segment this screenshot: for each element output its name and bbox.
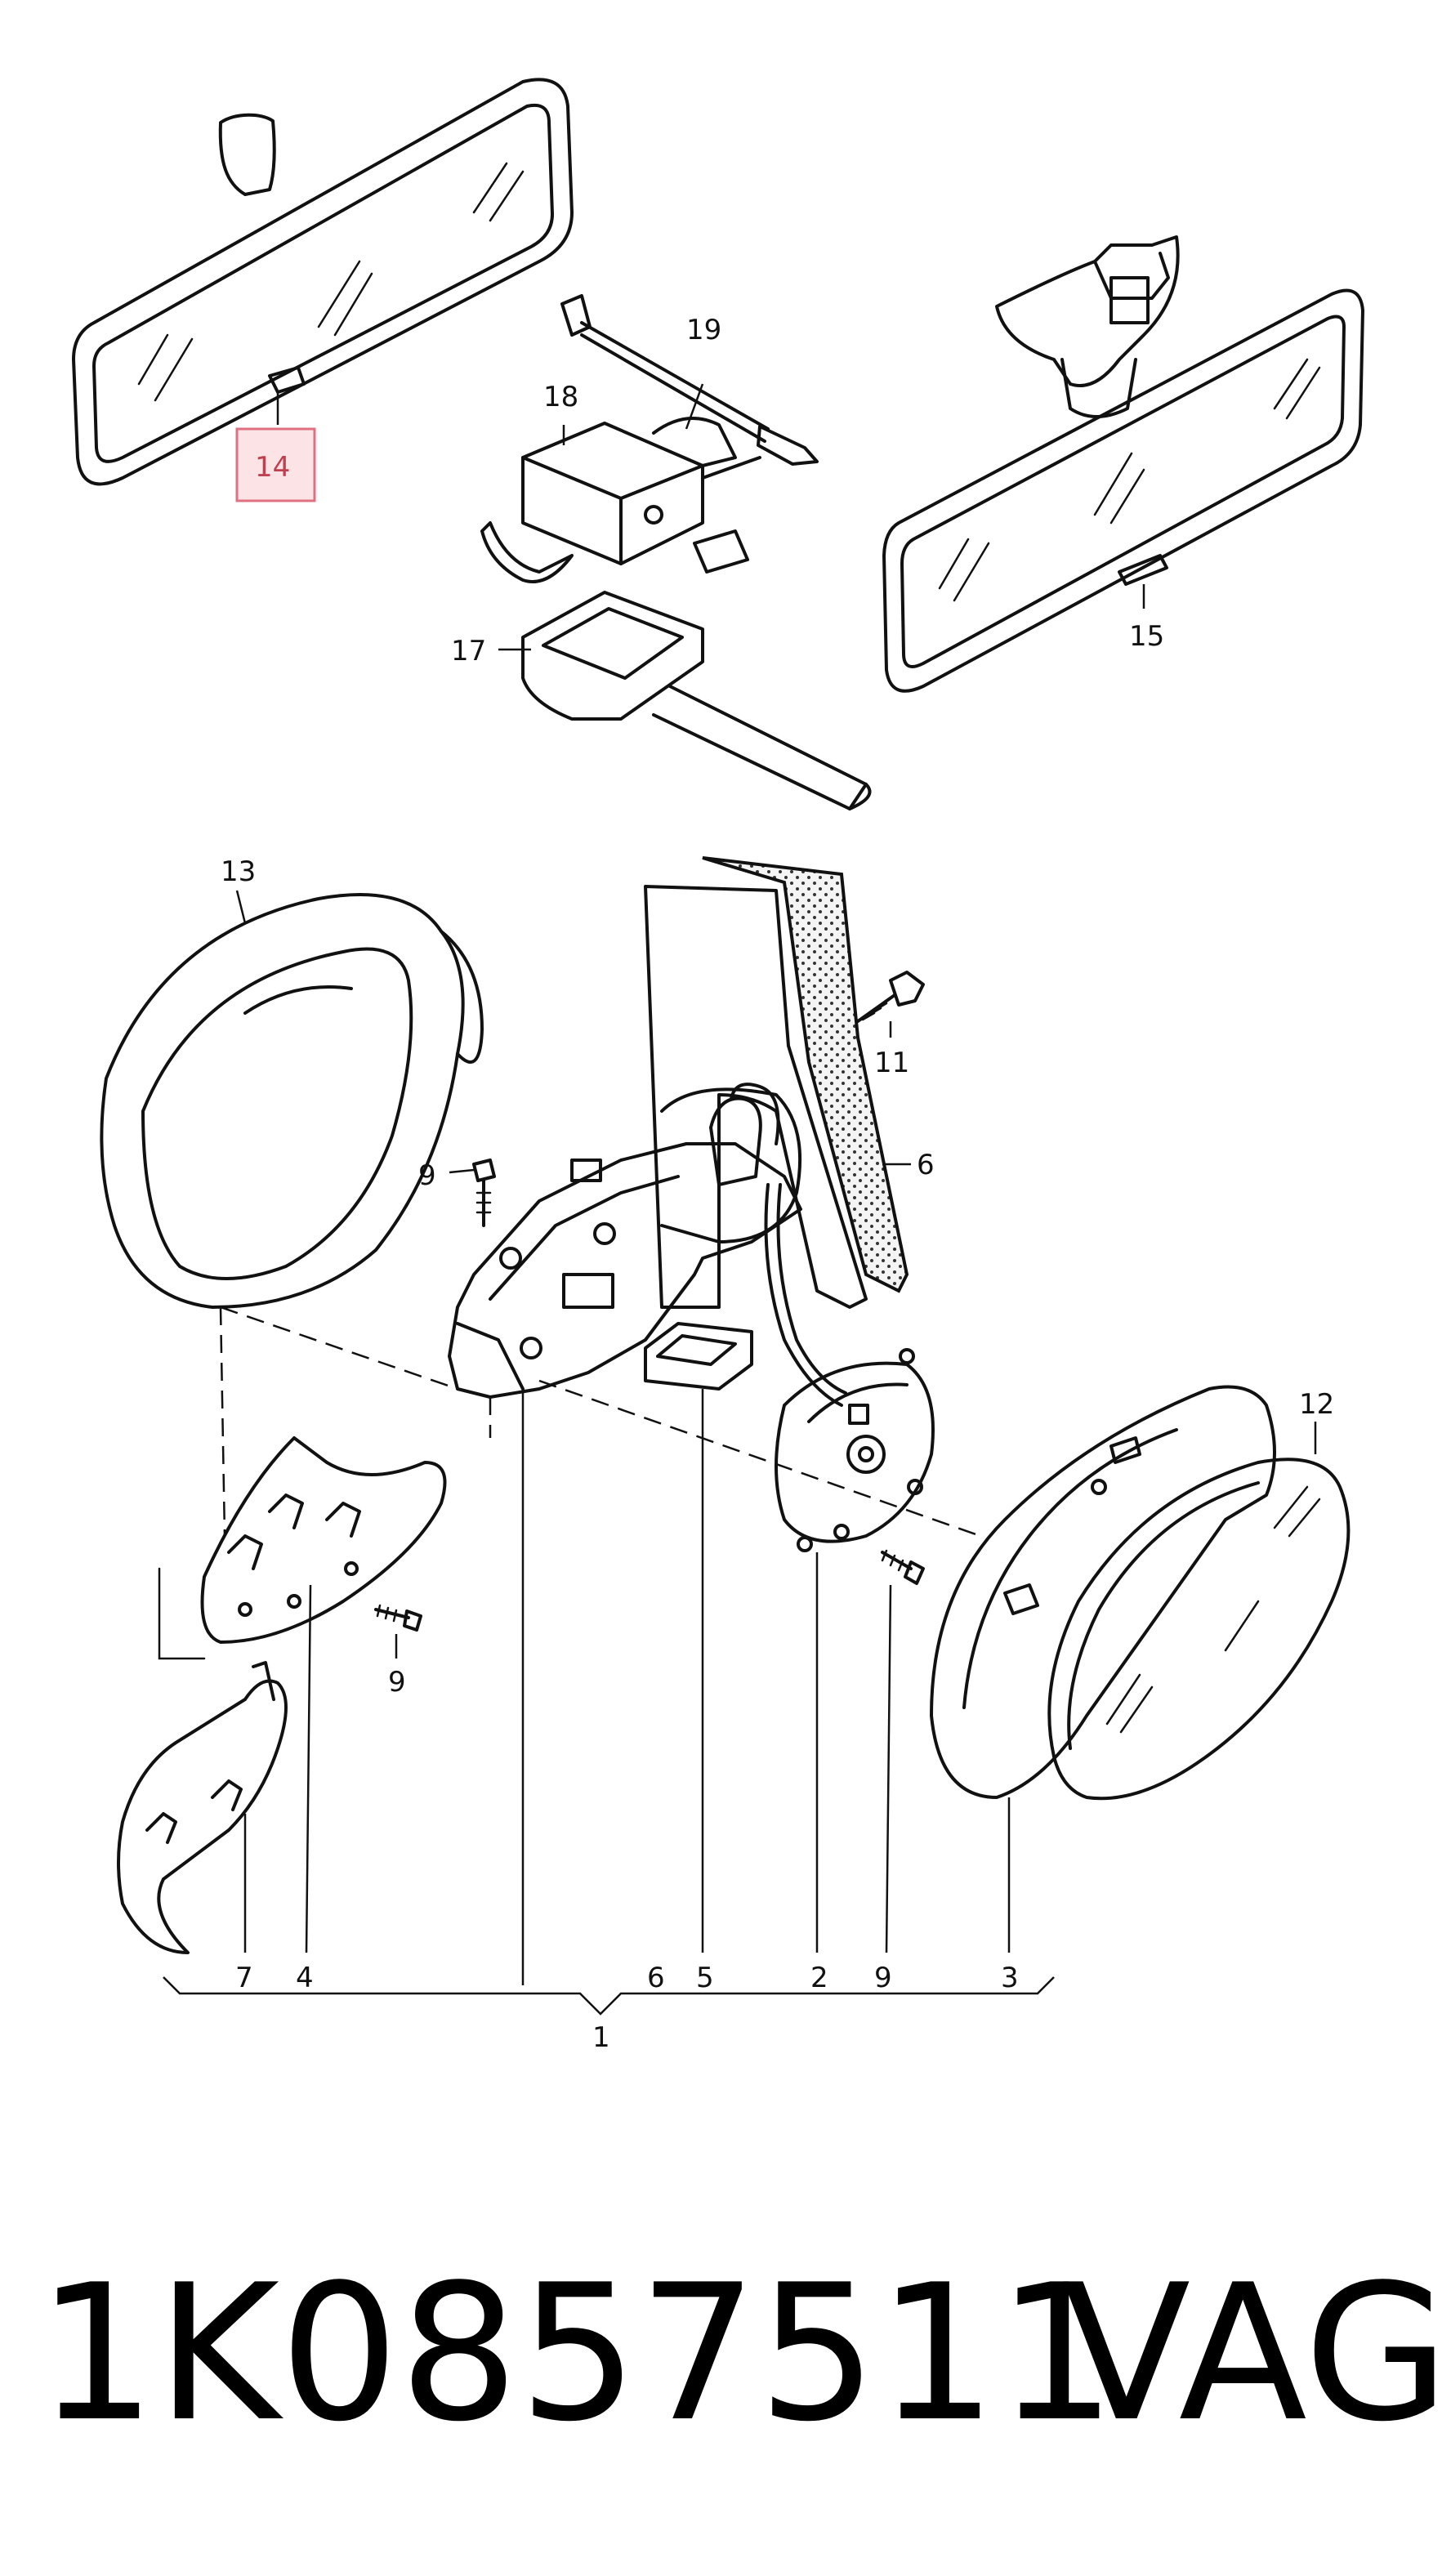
interior-mirror-14: [72, 78, 574, 486]
screw-11: [856, 971, 925, 1023]
mirror-base-cover-17: [521, 591, 872, 810]
spacer-5: [644, 1322, 753, 1391]
base-trim-7: [117, 1661, 288, 1954]
mirror-base-plate-6: [644, 856, 909, 1309]
mirror-housing-cap-13: [100, 893, 484, 1309]
callout-13: 13: [221, 855, 256, 888]
screw-9-motor: [881, 1549, 925, 1585]
adjuster-motor-2: [775, 1348, 935, 1552]
screw-9-top: [472, 1159, 496, 1227]
callout-6-bottom: 6: [647, 1962, 665, 1994]
lower-housing-4: [200, 1436, 447, 1644]
callout-12: 12: [1299, 1388, 1334, 1421]
callout-2: 2: [810, 1962, 828, 1994]
interior-mirror-15: [882, 235, 1364, 693]
sensor-module-18: [480, 417, 761, 583]
callout-5: 5: [696, 1962, 714, 1994]
glass-housing-frame-3: [930, 1385, 1276, 1799]
highlight-box-14: [235, 427, 316, 502]
callout-14: 14: [255, 451, 290, 484]
callout-9-lower: 9: [388, 1666, 406, 1699]
part-number: 1K0857511: [37, 2245, 1117, 2463]
callout-9-top: 9: [418, 1159, 436, 1192]
caption: 1K0857511 VAG: [37, 2245, 1449, 2463]
mirror-frame-assembly-1: [448, 1083, 847, 1407]
callouts: 14 19 18 17 15 13 11 9 6 12 9 7 4 6 5 2 …: [221, 314, 1334, 2054]
callout-6-plate: 6: [917, 1149, 935, 1181]
callout-11: 11: [874, 1047, 909, 1079]
callout-15: 15: [1129, 620, 1164, 653]
assembly-lines: [158, 1306, 981, 1660]
mirror-glass-12: [1047, 1458, 1351, 1801]
leader-lines: [163, 383, 1317, 2016]
callout-7: 7: [235, 1962, 253, 1994]
callout-4: 4: [296, 1962, 314, 1994]
brand-name: VAG: [1062, 2245, 1449, 2463]
screw-9-lower: [374, 1604, 422, 1632]
callout-18: 18: [543, 381, 578, 413]
sensor-wire-19: [560, 294, 819, 466]
callout-9-motor: 9: [874, 1962, 892, 1994]
callout-19: 19: [686, 314, 721, 346]
callout-3: 3: [1001, 1962, 1019, 1994]
callout-17: 17: [451, 635, 486, 667]
callout-1: 1: [592, 2021, 610, 2054]
